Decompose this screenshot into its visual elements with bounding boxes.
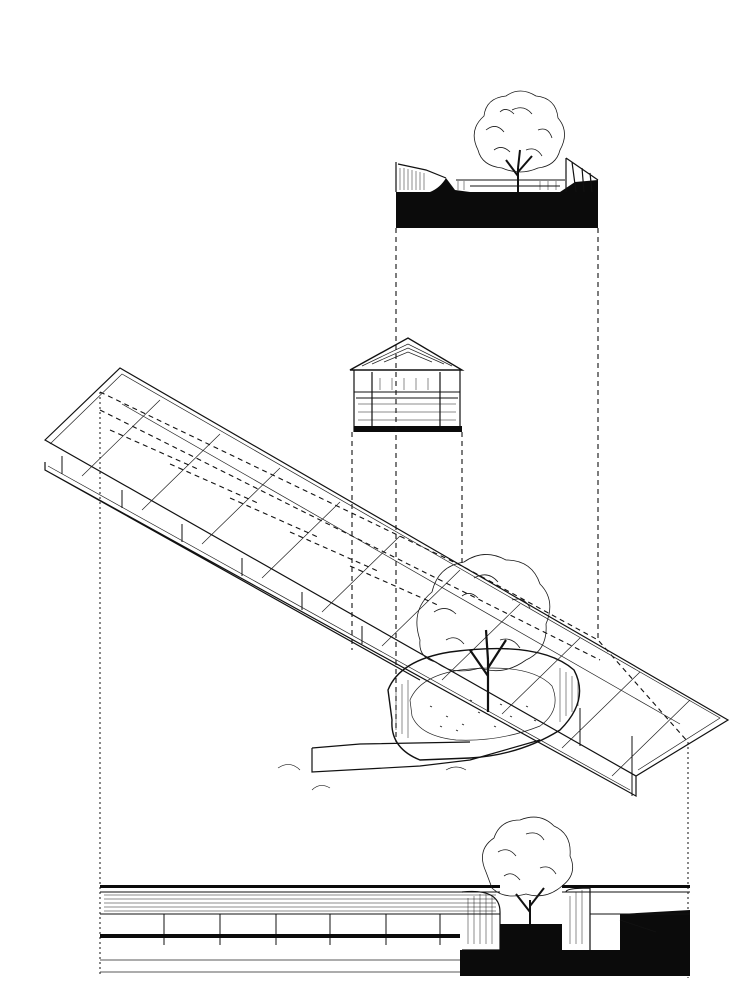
- canopy-columns: [61, 456, 633, 796]
- axonometric-canopy: [44, 367, 730, 798]
- bottom-elevation: [100, 816, 690, 976]
- canopy-bracing: [109, 429, 441, 607]
- top-section: [395, 90, 599, 228]
- elevation-roof-hatch: [104, 894, 496, 912]
- elevation-columns: [163, 914, 441, 945]
- elevation-wall-hatch: [467, 890, 583, 944]
- pavilion-floor-hatch: [358, 378, 456, 421]
- courtyard-gravel: [429, 699, 537, 732]
- courtyard-tree-icon: [416, 554, 551, 712]
- pavilion-section: [349, 337, 465, 432]
- top-section-tree-icon: [473, 90, 565, 192]
- canopy-bays: [81, 399, 691, 777]
- courtyard-tree: [277, 554, 581, 791]
- top-section-hatch: [399, 168, 557, 190]
- courtyard-wall-hatch: [395, 668, 579, 738]
- projection-lines: [99, 228, 689, 978]
